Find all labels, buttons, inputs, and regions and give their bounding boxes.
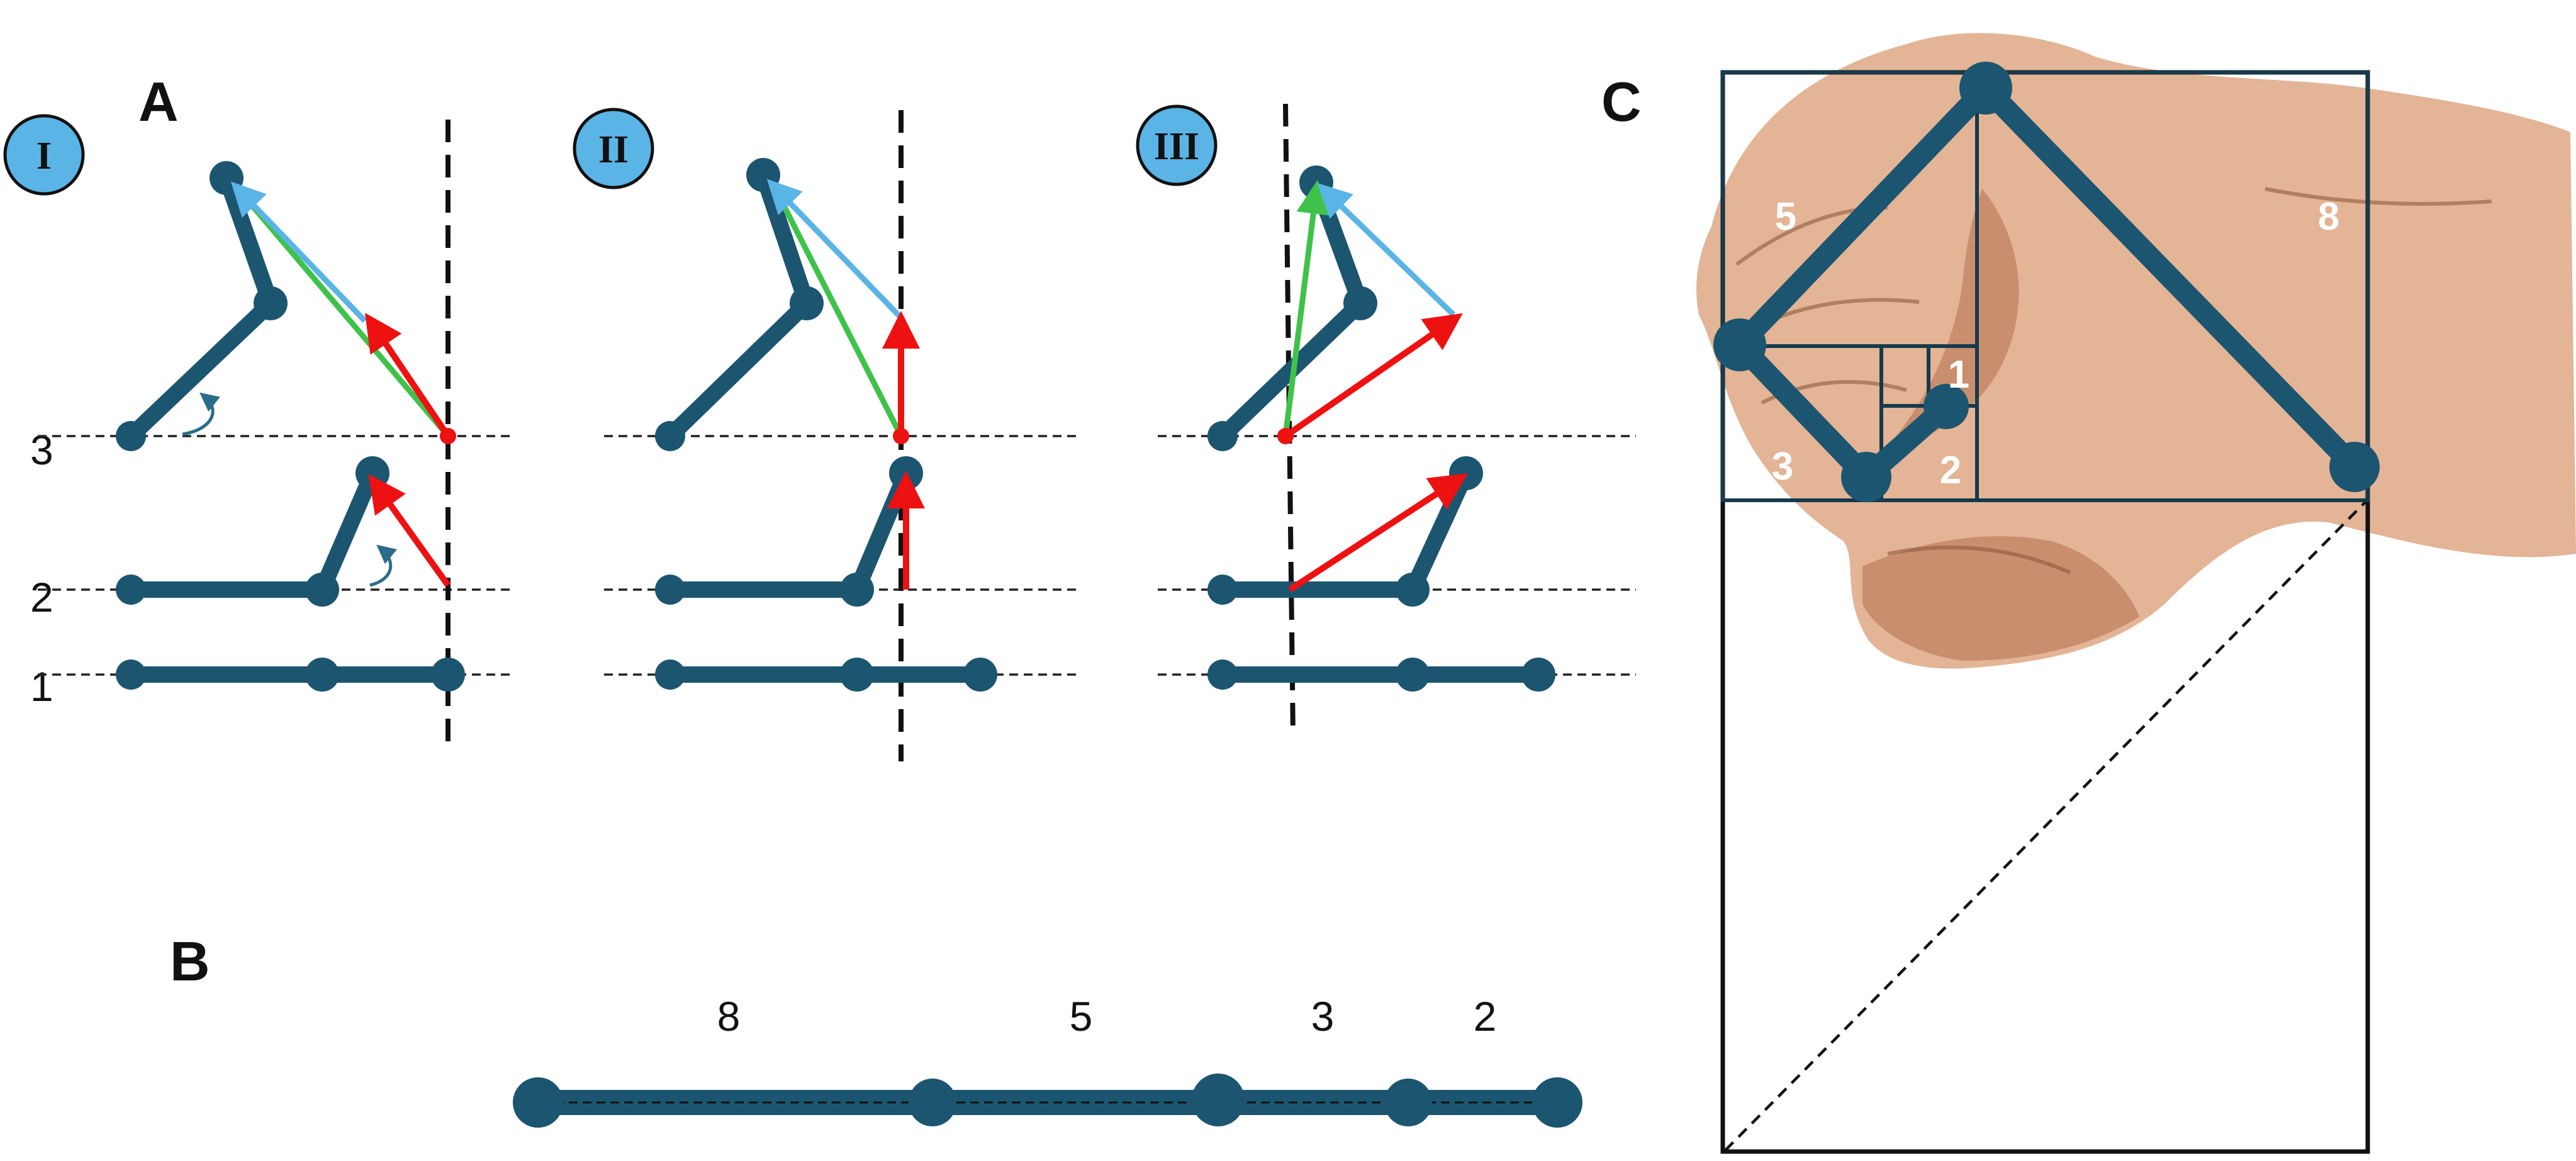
joint xyxy=(840,658,874,692)
level-label-1: 1 xyxy=(30,663,53,710)
joint xyxy=(431,658,465,692)
stage-ii: II xyxy=(573,108,997,761)
segment-length-8: 8 xyxy=(717,993,741,1040)
arrow-blue xyxy=(1317,182,1456,317)
arrow-red xyxy=(364,313,451,438)
panel-c: C xyxy=(1601,33,2576,1154)
spiral-finger-chain xyxy=(1713,62,2380,502)
panel-b: B 8 5 3 2 xyxy=(170,930,1582,1128)
joint xyxy=(1532,1077,1582,1128)
joint xyxy=(1841,452,1891,502)
joint xyxy=(1396,573,1430,607)
joint xyxy=(116,659,146,690)
stage-badge-iii xyxy=(1136,104,1218,186)
hand-skin xyxy=(1696,33,2576,669)
hand-shadow xyxy=(1888,189,2019,447)
joint xyxy=(655,575,685,605)
square-label-1: 1 xyxy=(1948,353,1969,396)
arrow-blue xyxy=(766,179,904,320)
joint xyxy=(513,1077,563,1128)
stage-label-iii: III xyxy=(1154,125,1199,168)
joint xyxy=(116,575,146,605)
arrow-green xyxy=(771,184,904,438)
joint xyxy=(116,421,146,451)
segment-length-5: 5 xyxy=(1070,993,1093,1040)
square-label-2: 2 xyxy=(1940,449,1961,492)
joint xyxy=(655,421,685,451)
joint xyxy=(1713,318,1766,371)
arrow-red xyxy=(368,474,451,587)
joint xyxy=(254,286,288,320)
joint xyxy=(1207,421,1238,451)
level-label-3: 3 xyxy=(30,427,53,473)
joint xyxy=(305,573,339,607)
square-label-5: 5 xyxy=(1775,195,1796,238)
finger-level-2-ii xyxy=(655,456,923,607)
arrow-red xyxy=(1284,313,1463,439)
arrow-blue xyxy=(230,181,367,323)
joint xyxy=(1396,658,1430,692)
joint xyxy=(2329,442,2380,492)
arrow-green xyxy=(235,187,451,438)
finger-level-1-iii xyxy=(1207,658,1555,692)
stage-iii: III xyxy=(1136,103,1555,737)
hand-photo xyxy=(1696,33,2576,669)
bone-chain xyxy=(123,170,281,444)
square-label-8: 8 xyxy=(2318,195,2339,238)
stage-label-ii: II xyxy=(598,128,629,171)
straight-finger-chain xyxy=(513,1074,1582,1128)
stage-label-i: I xyxy=(36,135,52,177)
pivot-dot xyxy=(893,428,909,444)
rotation-arrow-icon xyxy=(369,544,397,587)
square-label-3: 3 xyxy=(1772,445,1793,488)
joint xyxy=(909,1079,956,1126)
finger-level-2-iii xyxy=(1207,456,1483,607)
joint xyxy=(1521,658,1555,692)
joint xyxy=(655,659,685,690)
joint xyxy=(1207,575,1238,605)
stage-badge-i xyxy=(3,114,85,196)
arrow-green xyxy=(1282,179,1331,437)
finger-level-1-ii xyxy=(655,658,997,692)
stage-i: I xyxy=(3,114,465,746)
finger-level-2-i xyxy=(116,456,397,607)
stage-badge-ii xyxy=(573,108,654,189)
joint xyxy=(1924,384,1969,429)
finger-level-3-ii xyxy=(655,158,824,451)
joint xyxy=(840,573,874,607)
level-lines xyxy=(38,435,1636,676)
panel-a: A 3 2 1 I xyxy=(3,70,1636,761)
rotation-arrow-icon xyxy=(182,392,220,436)
joint xyxy=(1384,1079,1432,1126)
finger-level-3-i xyxy=(116,161,288,451)
arrow-red xyxy=(1288,473,1469,593)
joint xyxy=(1959,62,2012,115)
pivot-dot xyxy=(1277,428,1294,444)
bone-chain xyxy=(662,465,914,598)
segment-length-2: 2 xyxy=(1474,993,1497,1040)
panel-letter-b: B xyxy=(170,930,210,992)
joint xyxy=(963,658,997,692)
finger-level-3-iii xyxy=(1207,165,1377,451)
joint xyxy=(1207,659,1238,690)
crease xyxy=(1887,546,2071,575)
joint xyxy=(790,286,824,320)
square-8 xyxy=(1975,70,2370,502)
finger-level-1-i xyxy=(116,658,465,692)
level-label-2: 2 xyxy=(30,574,53,620)
joint xyxy=(1192,1074,1245,1126)
joint xyxy=(305,658,339,692)
bone-chain xyxy=(1214,465,1474,598)
segment-length-3: 3 xyxy=(1311,993,1335,1040)
panel-letter-a: A xyxy=(138,70,179,133)
pivot-dot xyxy=(440,428,456,444)
thumb-shadow xyxy=(1862,536,2139,661)
diagonal-dash xyxy=(1724,499,2368,1152)
panel-letter-c: C xyxy=(1601,70,1642,133)
bone-chain xyxy=(123,465,381,598)
joint xyxy=(1343,286,1377,320)
